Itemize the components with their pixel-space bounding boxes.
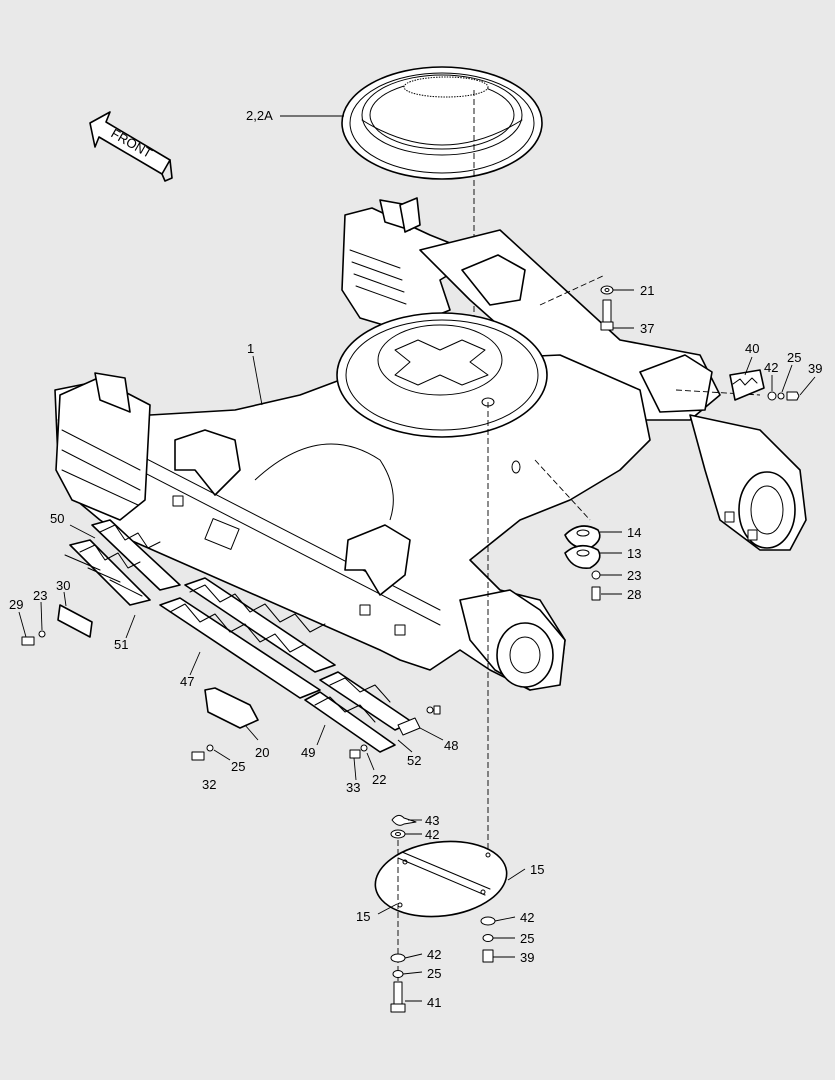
callout-50: 50 bbox=[50, 511, 64, 526]
callout-42: 42 bbox=[427, 947, 441, 962]
callout-23: 23 bbox=[627, 568, 641, 583]
track-guard-50-51 bbox=[64, 519, 181, 606]
cover-plate-30 bbox=[21, 604, 93, 646]
callout-1: 1 bbox=[247, 341, 254, 356]
callout-25: 25 bbox=[787, 350, 801, 365]
front-arrow: FRONT bbox=[89, 111, 173, 182]
callout-47: 47 bbox=[180, 674, 194, 689]
bracket-20 bbox=[191, 687, 259, 761]
callout-13: 13 bbox=[627, 546, 641, 561]
callout-39: 39 bbox=[520, 950, 534, 965]
callout-25: 25 bbox=[427, 966, 441, 981]
callout-42: 42 bbox=[425, 827, 439, 842]
bolt-33-washer-22 bbox=[349, 744, 368, 759]
callout-43: 43 bbox=[425, 813, 439, 828]
cover-fasteners-top bbox=[390, 814, 417, 839]
callout-28: 28 bbox=[627, 587, 641, 602]
callout-labels: 2,2A 1 21 37 40 25 42 39 14 13 23 28 50 … bbox=[9, 108, 822, 1010]
callout-25: 25 bbox=[520, 931, 534, 946]
callout-30: 30 bbox=[56, 578, 70, 593]
callout-52: 52 bbox=[407, 753, 421, 768]
callout-21: 21 bbox=[640, 283, 654, 298]
callout-22: 22 bbox=[372, 772, 386, 787]
bottom-cover-15 bbox=[374, 840, 508, 990]
callout-42: 42 bbox=[764, 360, 778, 375]
callout-40: 40 bbox=[745, 341, 759, 356]
track-guard-47 bbox=[159, 577, 336, 699]
callout-37: 37 bbox=[640, 321, 654, 336]
callout-51: 51 bbox=[114, 637, 128, 652]
callout-2-2a: 2,2A bbox=[246, 108, 273, 123]
callout-42: 42 bbox=[520, 910, 534, 925]
cover-fasteners-right bbox=[480, 916, 496, 963]
callout-20: 20 bbox=[255, 745, 269, 760]
callout-29: 29 bbox=[9, 597, 23, 612]
alignment-lines bbox=[487, 274, 761, 880]
callout-25: 25 bbox=[231, 759, 245, 774]
bracket-40-fasteners bbox=[729, 369, 800, 401]
callout-32: 32 bbox=[202, 777, 216, 792]
callout-15: 15 bbox=[530, 862, 544, 877]
swing-bearing bbox=[341, 66, 543, 330]
callout-15: 15 bbox=[356, 909, 370, 924]
shim-plates bbox=[564, 525, 601, 601]
callout-14: 14 bbox=[627, 525, 641, 540]
main-frame bbox=[54, 197, 807, 691]
callout-41: 41 bbox=[427, 995, 441, 1010]
bolt-37-with-washer-21 bbox=[600, 285, 614, 331]
track-guard-49-52 bbox=[304, 671, 441, 753]
leader-lines bbox=[18, 115, 816, 1002]
callout-23: 23 bbox=[33, 588, 47, 603]
cover-fasteners-bottom bbox=[390, 953, 406, 1013]
callout-48: 48 bbox=[444, 738, 458, 753]
callout-49: 49 bbox=[301, 745, 315, 760]
callout-39: 39 bbox=[808, 361, 822, 376]
callout-33: 33 bbox=[346, 780, 360, 795]
